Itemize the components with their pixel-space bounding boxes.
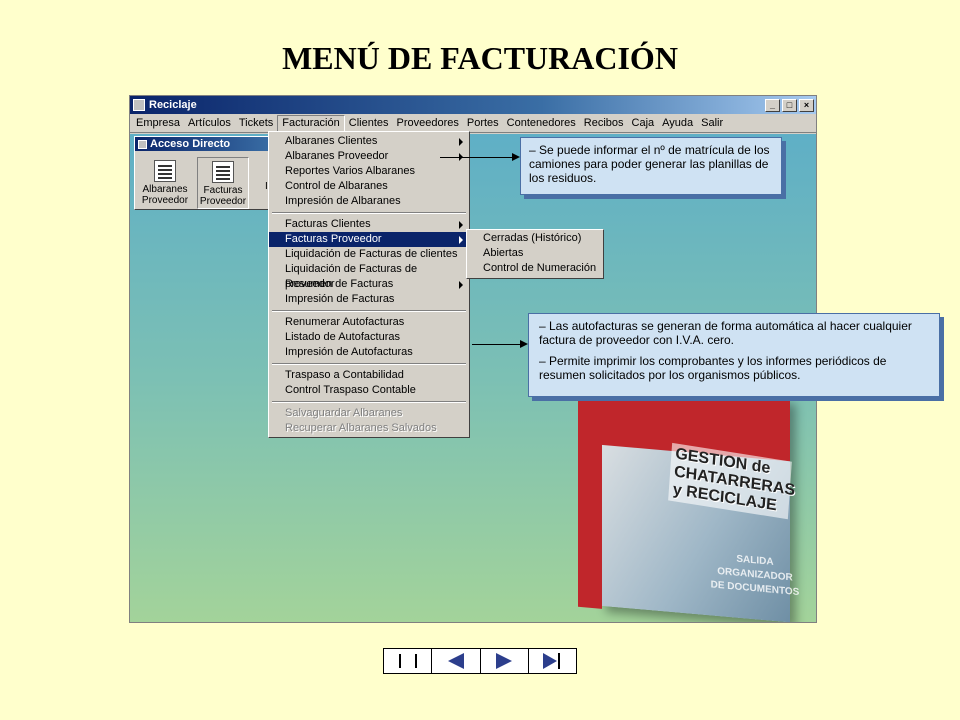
submenu-arrow-icon: [459, 138, 463, 146]
menu-item[interactable]: Liquidación de Facturas de proveedor: [285, 263, 418, 290]
document-icon: [154, 160, 176, 182]
menu-item[interactable]: Traspaso a Contabilidad: [285, 369, 404, 381]
menu-item-disabled: Recuperar Albaranes Salvados: [285, 422, 437, 434]
menu-salir[interactable]: Salir: [701, 116, 724, 129]
menu-separator: [269, 307, 469, 315]
facturacion-dropdown: Albaranes Clientes Albaranes Proveedor R…: [268, 131, 470, 438]
product-box-image: GESTION de CHATARRERAS y RECICLAJE SALID…: [578, 380, 799, 622]
menu-portes[interactable]: Portes: [466, 116, 499, 129]
last-icon: [543, 653, 561, 669]
submenu-arrow-icon: [459, 221, 463, 229]
menu-item-selected[interactable]: Facturas Proveedor: [269, 232, 469, 247]
submenu-arrow-icon: [459, 236, 463, 244]
menu-item[interactable]: Impresión de Albaranes: [285, 195, 401, 207]
window-titlebar[interactable]: Reciclaje _ □ ×: [130, 96, 816, 114]
menu-separator: [269, 209, 469, 217]
menu-articulos[interactable]: Artículos: [188, 116, 231, 129]
app-icon: [133, 99, 145, 111]
minimize-button[interactable]: _: [765, 98, 780, 112]
menu-item[interactable]: Reportes Varios Albaranes: [285, 165, 416, 177]
menu-item[interactable]: Facturas Clientes: [269, 217, 469, 232]
menu-item[interactable]: Resumen de Facturas: [269, 277, 469, 292]
shortcut-toolbar: Acceso Directo Albaranes Proveedor Factu…: [134, 136, 274, 210]
callout-matricula: – Se puede informar el nº de matrícula d…: [520, 137, 782, 195]
nav-last-button[interactable]: [528, 649, 576, 673]
callout-text: – Las autofacturas se generan de forma a…: [539, 319, 912, 347]
toolbar-icon: [138, 139, 147, 149]
menu-empresa[interactable]: Empresa: [136, 116, 181, 129]
nav-first-button[interactable]: [384, 649, 433, 673]
menu-clientes[interactable]: Clientes: [348, 116, 389, 129]
callout-arrow-line: [472, 344, 520, 345]
menu-contenedores[interactable]: Contenedores: [506, 116, 576, 129]
nav-next-button[interactable]: [480, 649, 529, 673]
menu-item[interactable]: Liquidación de Facturas de clientes: [285, 248, 458, 260]
menu-proveedores[interactable]: Proveedores: [396, 116, 459, 129]
menu-facturacion[interactable]: Facturación: [277, 114, 345, 132]
submenu-item-control-numeracion[interactable]: Control de Numeración: [483, 262, 597, 274]
submenu-item-abiertas[interactable]: Abiertas: [483, 247, 524, 259]
callout-text: – Se puede informar el nº de matrícula d…: [529, 143, 770, 185]
toolbar-partial-label: I: [265, 181, 268, 192]
menu-item[interactable]: Renumerar Autofacturas: [285, 316, 405, 328]
menu-recibos[interactable]: Recibos: [583, 116, 624, 129]
toolbar-title: Acceso Directo: [150, 138, 231, 150]
slide-navigation: [383, 648, 577, 674]
invoice-icon: [212, 161, 234, 183]
window-title: Reciclaje: [149, 99, 197, 111]
menu-item[interactable]: Albaranes Clientes: [269, 134, 469, 149]
book-subtitle: SALIDA ORGANIZADOR DE DOCUMENTOS: [710, 553, 800, 599]
first-icon: [398, 654, 417, 668]
nav-previous-button[interactable]: [432, 649, 481, 673]
callout-autofacturas: – Las autofacturas se generan de forma a…: [528, 313, 940, 397]
menu-item[interactable]: Albaranes Proveedor: [269, 149, 469, 164]
menu-item-disabled: Salvaguardar Albaranes: [285, 407, 403, 419]
callout-arrow-icon: [512, 153, 520, 161]
toolbar-header[interactable]: Acceso Directo: [135, 137, 273, 151]
previous-icon: [447, 653, 464, 669]
callout-text: – Permite imprimir los comprobantes y lo…: [539, 354, 887, 382]
tool-label: Albaranes Proveedor: [141, 184, 189, 206]
maximize-button[interactable]: □: [782, 98, 797, 112]
menu-item[interactable]: Control Traspaso Contable: [285, 384, 416, 396]
callout-arrow-icon: [520, 340, 528, 348]
next-icon: [496, 653, 513, 669]
menubar: Empresa Artículos Tickets Facturación Cl…: [130, 114, 816, 133]
slide-title: MENÚ DE FACTURACIÓN: [282, 40, 678, 76]
menu-item[interactable]: Impresión de Autofacturas: [285, 346, 413, 358]
facturas-proveedor-button[interactable]: Facturas Proveedor: [197, 157, 249, 209]
menu-tickets[interactable]: Tickets: [238, 116, 274, 129]
close-button[interactable]: ×: [799, 98, 814, 112]
submenu-item-cerradas[interactable]: Cerradas (Histórico): [483, 232, 582, 244]
menu-separator: [269, 360, 469, 368]
tool-label: Facturas Proveedor: [199, 185, 247, 207]
menu-caja[interactable]: Caja: [631, 116, 655, 129]
callout-arrow-line: [440, 157, 512, 158]
albaranes-proveedor-button[interactable]: Albaranes Proveedor: [139, 157, 191, 209]
book-spine: [578, 386, 602, 609]
menu-separator: [269, 398, 469, 406]
menu-item[interactable]: Listado de Autofacturas: [285, 331, 400, 343]
menu-ayuda[interactable]: Ayuda: [662, 116, 694, 129]
menu-item[interactable]: Impresión de Facturas: [285, 293, 395, 305]
menu-item[interactable]: Control de Albaranes: [285, 180, 388, 192]
facturas-proveedor-submenu: Cerradas (Histórico) Abiertas Control de…: [466, 229, 604, 279]
submenu-arrow-icon: [459, 281, 463, 289]
